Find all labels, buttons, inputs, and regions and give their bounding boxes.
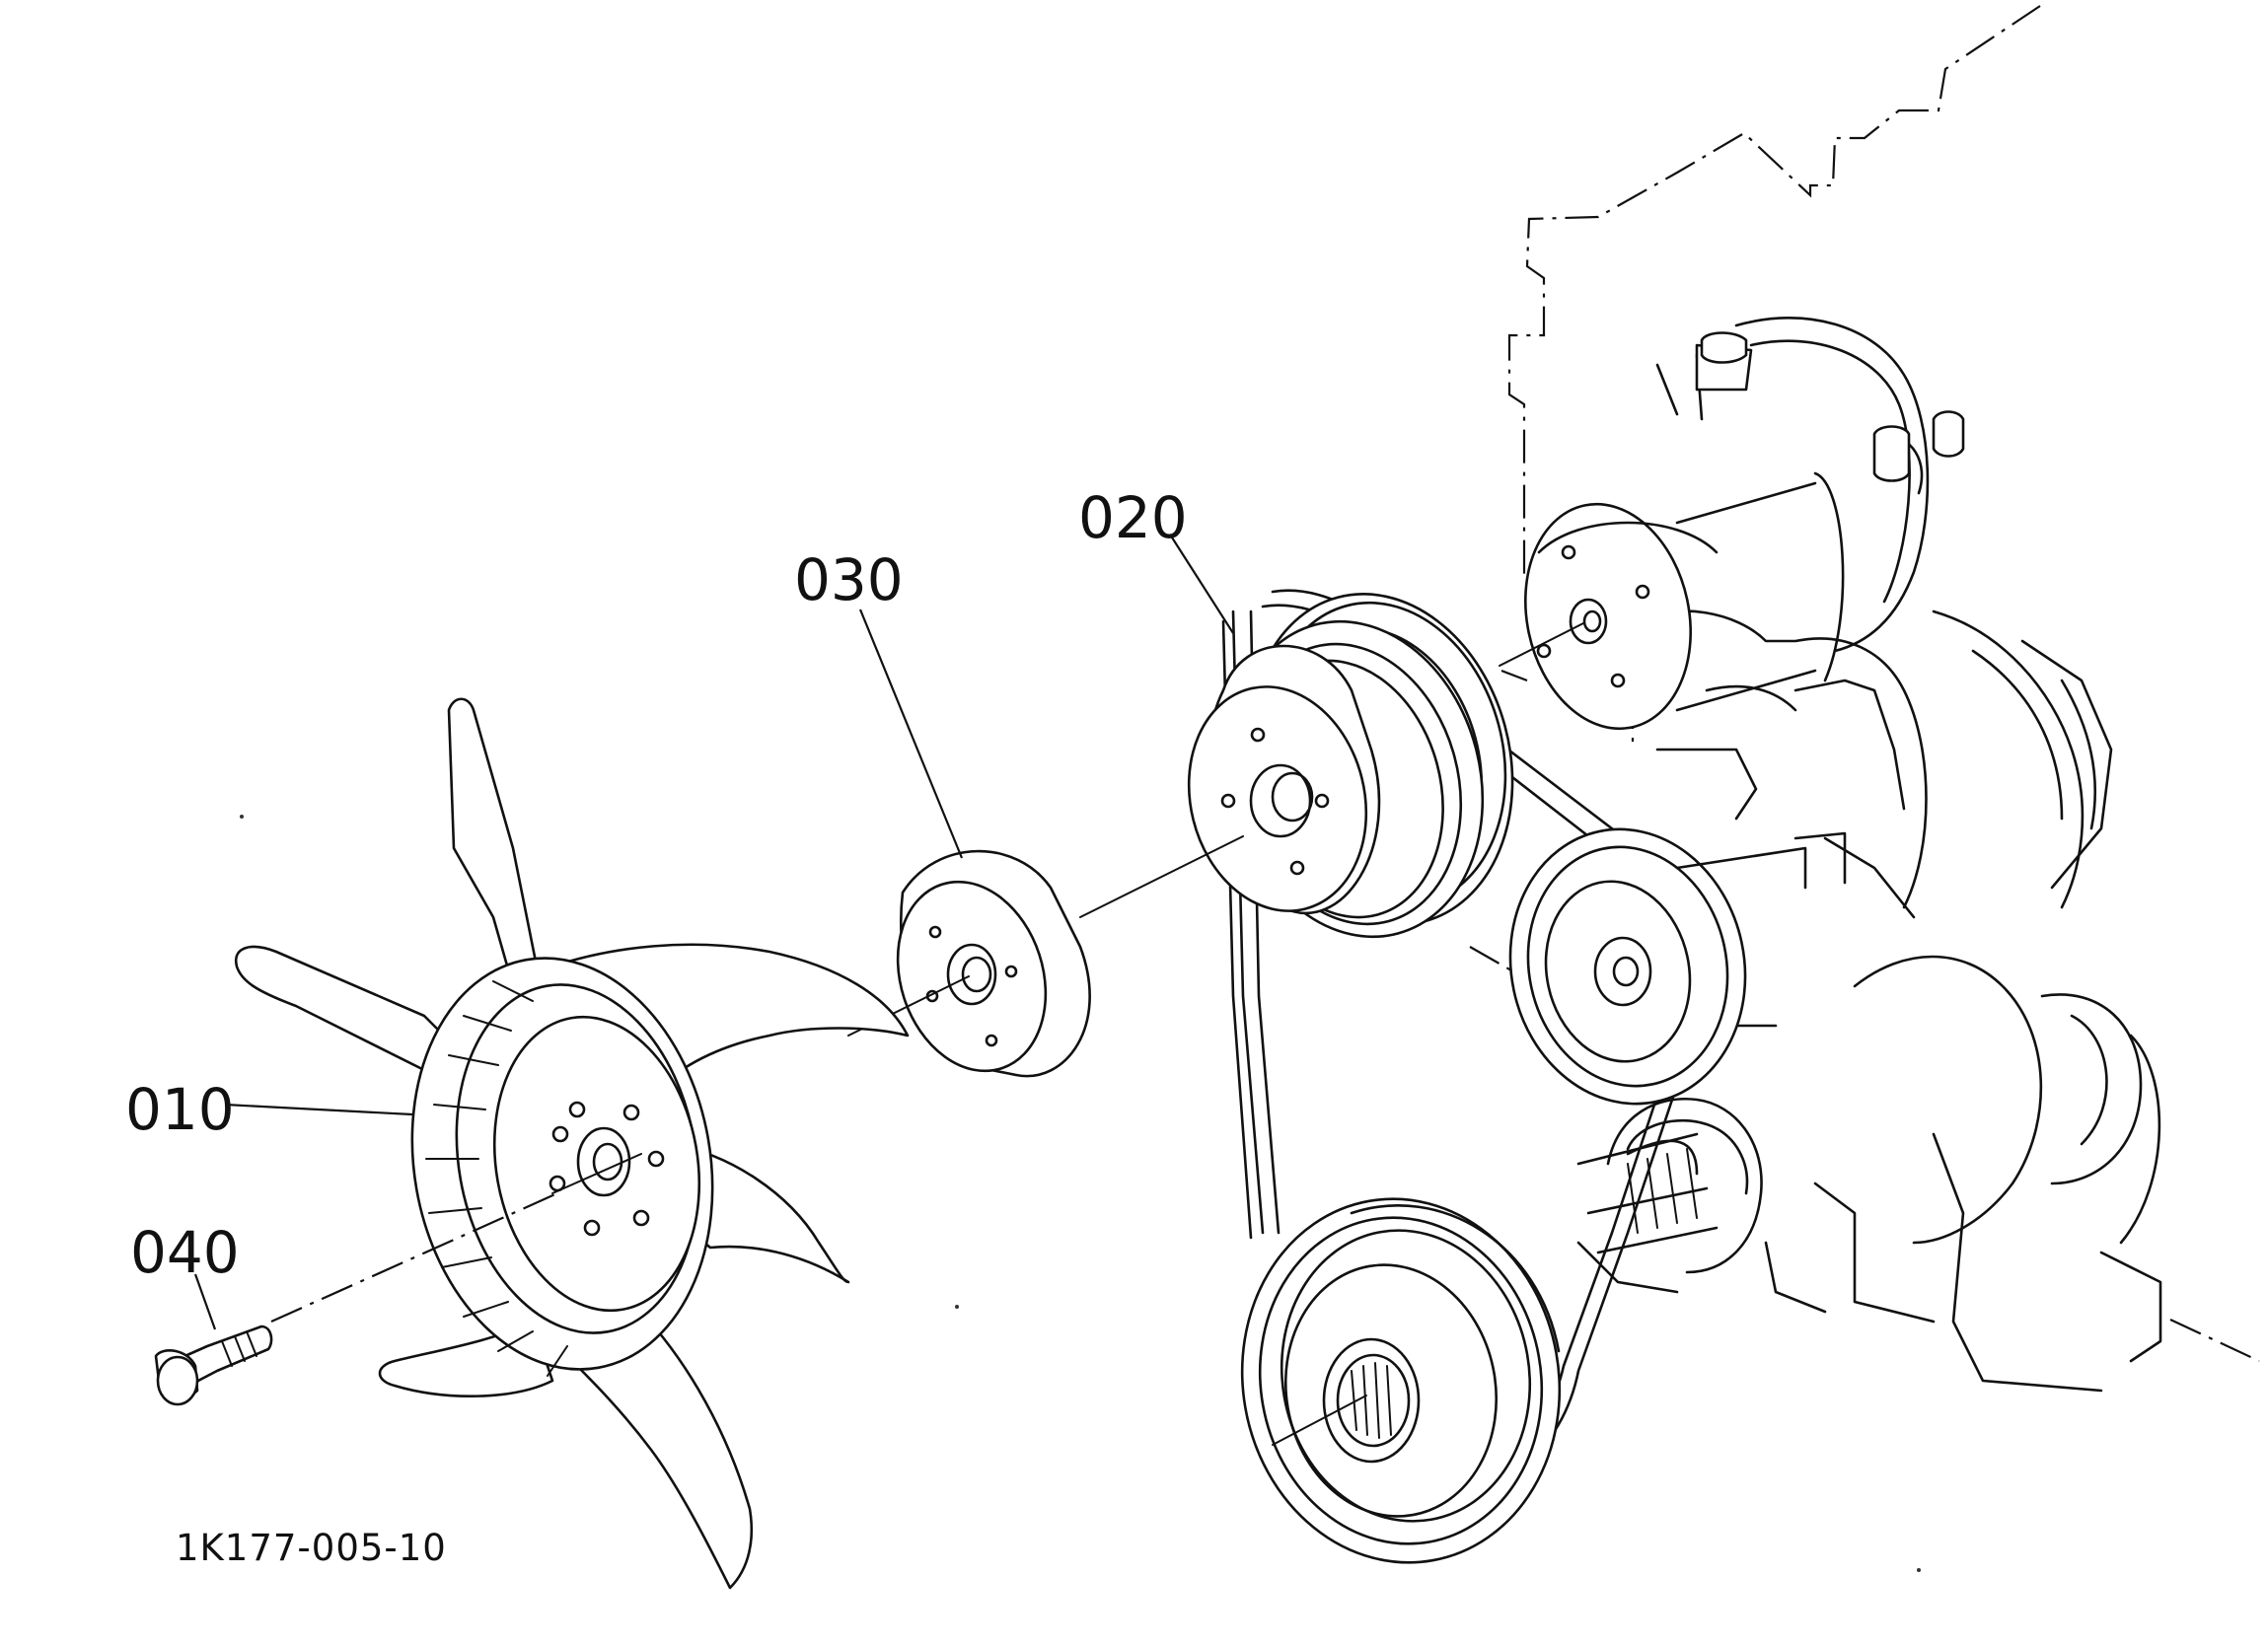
fan-drive-pulley bbox=[1187, 593, 1514, 939]
water-pump-flange bbox=[1499, 471, 1845, 731]
callout-010: 010 bbox=[125, 1076, 235, 1143]
engine-block bbox=[1469, 5, 2260, 1393]
stray-dot bbox=[240, 815, 244, 819]
cooling-fan bbox=[234, 697, 910, 1590]
fan-spacer bbox=[847, 835, 1244, 1078]
stray-dot bbox=[955, 1305, 959, 1309]
crankshaft-pulley bbox=[1240, 1197, 1562, 1564]
alternator-pulley bbox=[1508, 827, 1847, 1106]
drawing-code: 1K177-005-10 bbox=[176, 1527, 447, 1569]
stray-dot bbox=[1917, 1568, 1921, 1572]
callout-020: 020 bbox=[1078, 484, 1188, 551]
callout-030: 030 bbox=[794, 546, 904, 613]
leader-lines bbox=[193, 537, 1234, 1330]
callout-040: 040 bbox=[130, 1219, 240, 1286]
fan-bolt bbox=[154, 1191, 558, 1406]
